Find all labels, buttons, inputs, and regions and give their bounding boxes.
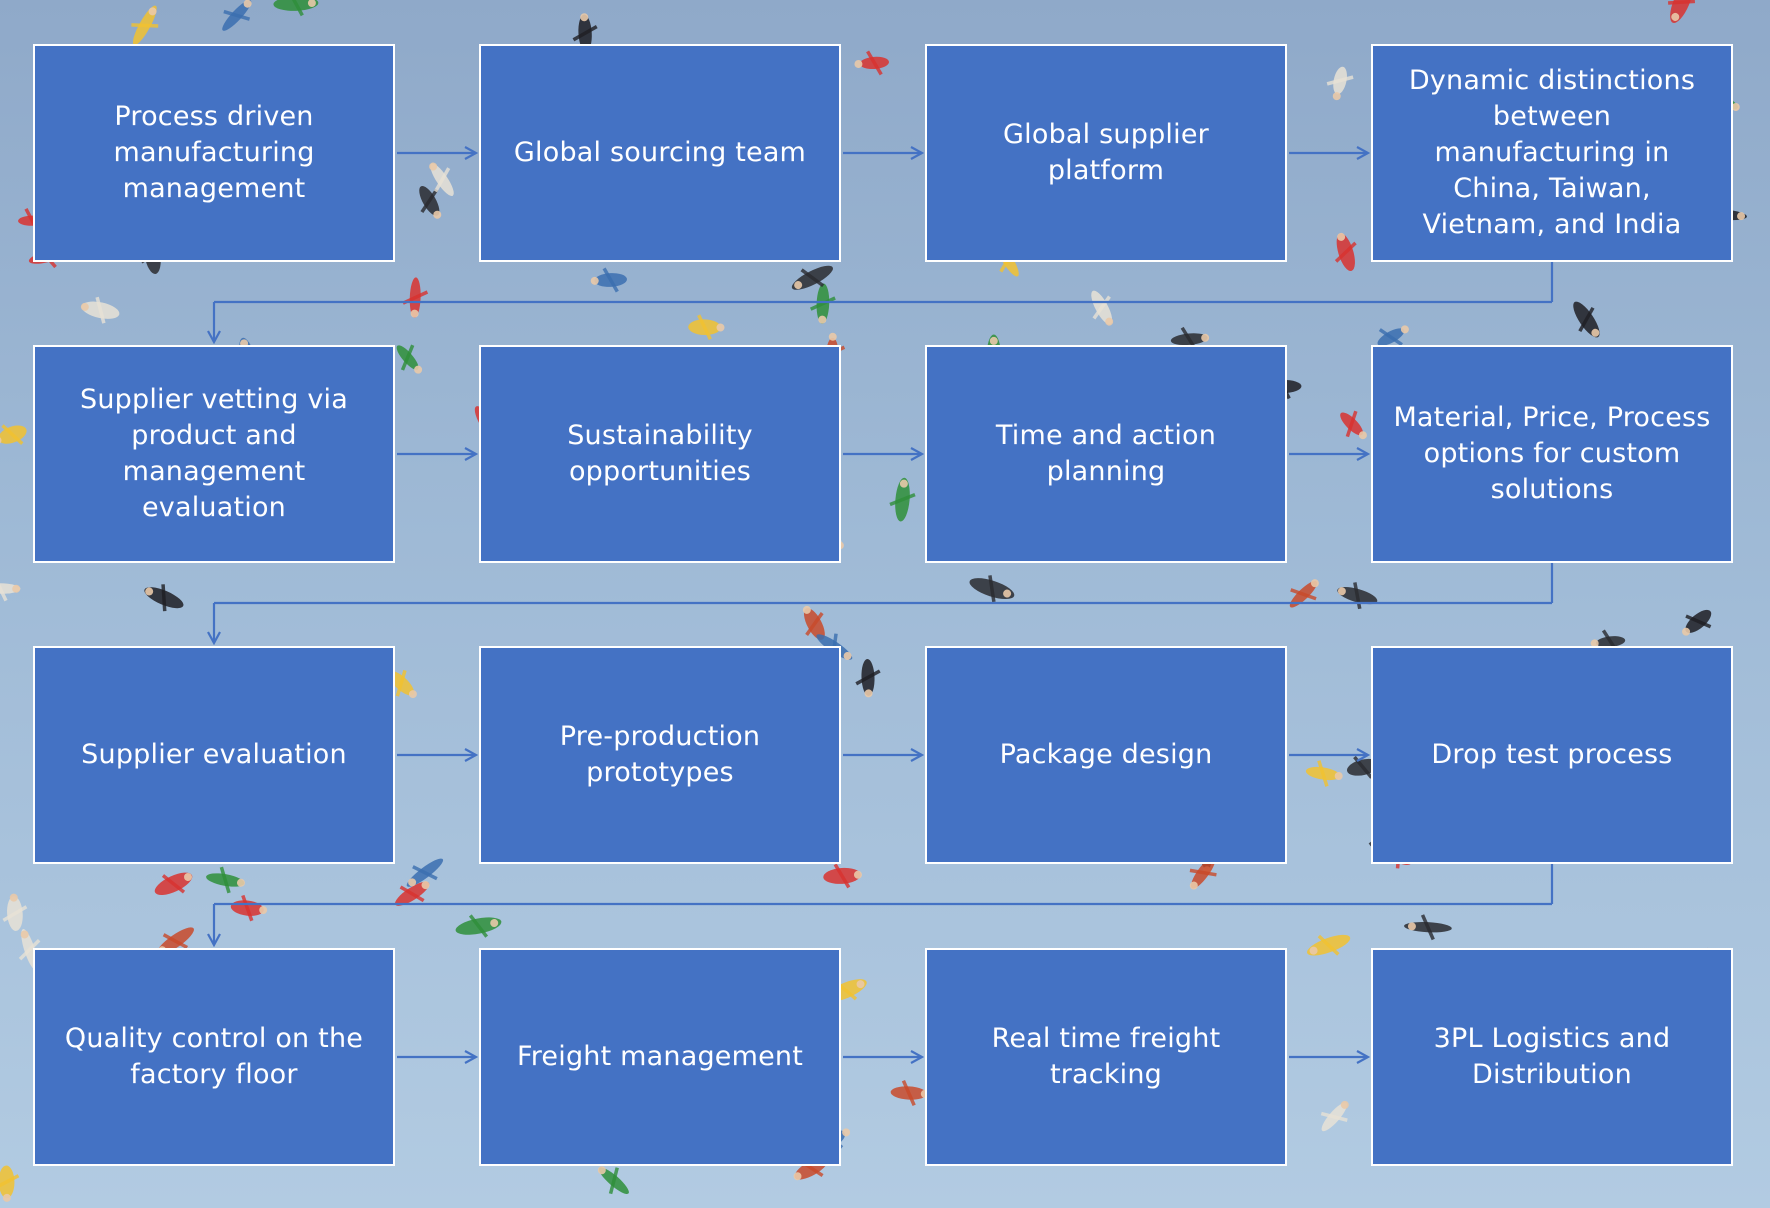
step-global-supplier-platform: Global supplier platform bbox=[925, 44, 1287, 262]
step-label: Process driven manufacturing management bbox=[113, 101, 315, 204]
step-label: Global sourcing team bbox=[513, 137, 807, 168]
skydiver-figure bbox=[1320, 1100, 1349, 1132]
step-label: Sustainability opportunities bbox=[567, 420, 753, 487]
skydiver-figure bbox=[1289, 579, 1319, 608]
skydiver-figure bbox=[1189, 856, 1217, 890]
step-label: Freight management bbox=[516, 1041, 804, 1072]
skydiver-figure bbox=[0, 1165, 20, 1202]
skydiver-figure bbox=[854, 50, 890, 76]
step-label: Dynamic distinctions between manufacturi… bbox=[1408, 65, 1696, 240]
step-quality-control: Quality control on the factory floor bbox=[33, 948, 395, 1166]
skydiver-figure bbox=[855, 658, 881, 698]
skydiver-figure bbox=[1590, 629, 1626, 654]
step-label: 3PL Logistics and Distribution bbox=[1433, 1023, 1671, 1090]
skydiver-figure bbox=[154, 872, 193, 895]
skydiver-figure bbox=[1170, 326, 1210, 352]
step-label: Real time freight tracking bbox=[991, 1023, 1221, 1090]
step-label: Quality control on the factory floor bbox=[64, 1023, 364, 1090]
skydiver-figure bbox=[809, 283, 836, 324]
skydiver-figure bbox=[1573, 301, 1600, 338]
step-label: Supplier vetting via product and managem… bbox=[80, 384, 348, 523]
skydiver-figure bbox=[802, 605, 825, 640]
step-supplier-evaluation: Supplier evaluation bbox=[33, 646, 395, 864]
step-label: Pre-production prototypes bbox=[559, 721, 761, 788]
step-label: Drop test process bbox=[1431, 739, 1673, 770]
step-dynamic-distinctions: Dynamic distinctions between manufacturi… bbox=[1371, 44, 1733, 262]
skydiver-figure bbox=[2, 893, 28, 931]
skydiver-figure bbox=[222, 0, 252, 31]
skydiver-figure bbox=[791, 265, 833, 290]
skydiver-figure bbox=[590, 267, 627, 293]
skydiver-figure bbox=[1377, 325, 1409, 347]
skydiver-figure bbox=[889, 477, 916, 522]
step-drop-test-process: Drop test process bbox=[1371, 646, 1733, 864]
skydiver-figure bbox=[419, 186, 442, 219]
skydiver-figure bbox=[80, 296, 120, 324]
step-label: Material, Price, Process options for cus… bbox=[1393, 402, 1711, 505]
skydiver-figure bbox=[406, 858, 444, 887]
skydiver-figure bbox=[131, 5, 159, 46]
step-label: Supplier evaluation bbox=[81, 739, 347, 770]
step-pre-production-prototypes: Pre-production prototypes bbox=[479, 646, 841, 864]
skydiver-figure bbox=[1340, 410, 1367, 440]
step-package-design: Package design bbox=[925, 646, 1287, 864]
step-3pl-logistics-and-distribution: 3PL Logistics and Distribution bbox=[1371, 948, 1733, 1166]
skydiver-figure bbox=[1668, 0, 1695, 23]
step-global-sourcing-team: Global sourcing team bbox=[479, 44, 841, 262]
skydiver-figure bbox=[455, 914, 502, 938]
step-sustainability-opportunities: Sustainability opportunities bbox=[479, 345, 841, 563]
skydiver-figure bbox=[429, 162, 454, 196]
skydiver-figure bbox=[0, 424, 27, 445]
skydiver-figure bbox=[823, 863, 862, 889]
step-material-price-process-options: Material, Price, Process options for cus… bbox=[1371, 345, 1733, 563]
skydiver-figure bbox=[0, 575, 21, 602]
step-supplier-vetting: Supplier vetting via product and managem… bbox=[33, 345, 395, 563]
skydiver-figure bbox=[572, 13, 598, 52]
step-process-driven-manufacturing-management: Process driven manufacturing management bbox=[33, 44, 395, 262]
skydiver-figure bbox=[1404, 914, 1452, 941]
skydiver-figure bbox=[396, 344, 423, 374]
skydiver-figure bbox=[969, 575, 1015, 603]
skydiver-figure bbox=[1307, 934, 1351, 956]
skydiver-figure bbox=[273, 0, 319, 17]
step-real-time-freight-tracking: Real time freight tracking bbox=[925, 948, 1287, 1166]
skydiver-figure bbox=[597, 1166, 629, 1195]
skydiver-figure bbox=[1334, 232, 1357, 272]
skydiver-figure bbox=[144, 584, 184, 612]
step-label: Global supplier platform bbox=[1003, 119, 1209, 186]
step-label: Time and action planning bbox=[995, 420, 1217, 487]
skydiver-figure bbox=[1326, 66, 1354, 101]
step-freight-management: Freight management bbox=[479, 948, 841, 1166]
step-time-and-action-planning: Time and action planning bbox=[925, 345, 1287, 563]
skydiver-figure bbox=[206, 866, 245, 894]
skydiver-figure bbox=[1305, 760, 1343, 787]
skydiver-figure bbox=[1091, 290, 1114, 326]
skydiver-figure bbox=[394, 881, 430, 906]
skydiver-figure bbox=[1682, 609, 1712, 636]
skydiver-figure bbox=[688, 314, 725, 341]
skydiver-figure bbox=[1337, 582, 1378, 610]
step-label: Package design bbox=[999, 739, 1213, 770]
